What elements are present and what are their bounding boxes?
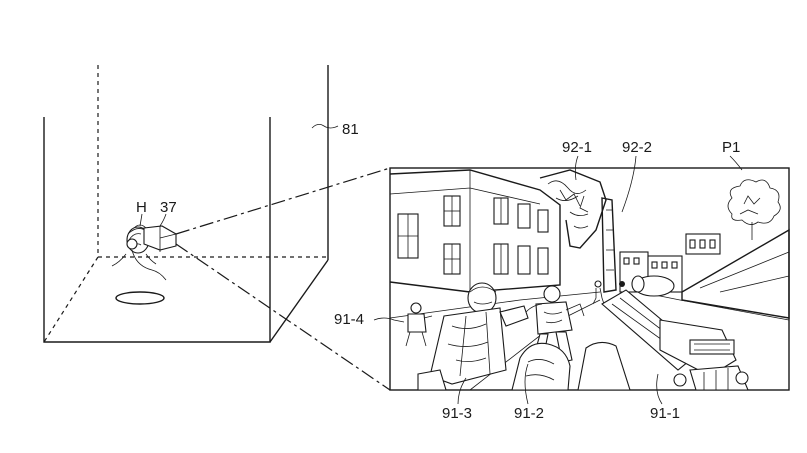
- player-arm: [512, 342, 630, 390]
- label-soldier-far: 91-4: [334, 311, 364, 328]
- ruined-tower: [540, 170, 616, 292]
- user-head-with-hmd: [112, 225, 176, 280]
- label-room: 81: [342, 121, 359, 138]
- label-gun: 91-1: [650, 405, 680, 422]
- leader-91-1: [657, 374, 662, 404]
- leader-81: [312, 124, 338, 128]
- leader-92-2: [622, 156, 636, 212]
- soldier-far: [406, 303, 432, 346]
- label-screen: P1: [722, 139, 740, 156]
- building-left: [390, 170, 560, 292]
- label-hmd: 37: [160, 199, 177, 216]
- label-user: H: [136, 199, 147, 216]
- play-area-room: [44, 65, 328, 342]
- leader-91-4: [374, 318, 404, 322]
- label-building-b: 92-2: [622, 139, 652, 156]
- tree-right: [728, 180, 780, 240]
- projection-lines: [176, 168, 390, 390]
- label-building-a: 92-1: [562, 139, 592, 156]
- virtual-screen: [390, 168, 789, 390]
- label-soldier-front: 91-3: [442, 405, 472, 422]
- floor-marker: [116, 292, 164, 304]
- soldier-front: [418, 283, 528, 390]
- label-soldier-mid: 91-2: [514, 405, 544, 422]
